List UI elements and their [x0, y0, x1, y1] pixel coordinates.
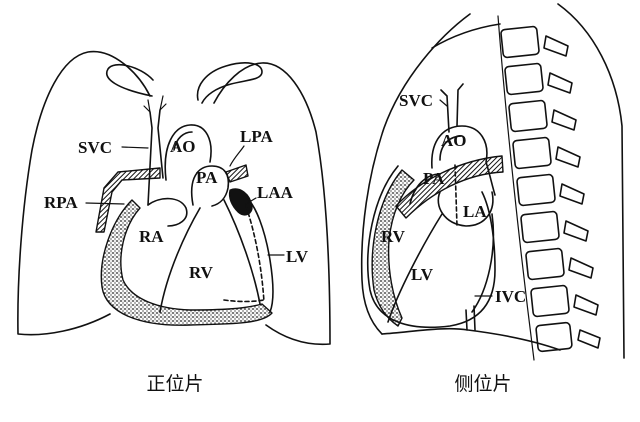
lateral-diaphragm	[381, 327, 561, 351]
lateral-label-la: LA	[463, 202, 487, 221]
frontal-trachea	[143, 95, 167, 113]
frontal-label-ao: AO	[170, 137, 196, 156]
vertebra	[516, 173, 556, 207]
frontal-view	[17, 50, 331, 346]
frontal-right-lung-outline	[17, 50, 151, 336]
frontal-heart-stippled-border	[100, 199, 273, 326]
spinous-process	[563, 220, 589, 242]
frontal-rpa-band	[95, 167, 161, 233]
frontal-svc-leader-line	[121, 146, 149, 149]
frontal-label-lv: LV	[286, 247, 309, 266]
frontal-label-svc: SVC	[78, 138, 112, 157]
lateral-shoulder-line	[431, 23, 501, 49]
spinous-process	[577, 329, 601, 349]
frontal-lpa-leader-line	[229, 145, 245, 167]
lateral-septum-line	[387, 213, 443, 323]
frontal-labels: SVC AO LPA PA RPA LAA RA RV LV	[44, 127, 309, 282]
vertebra	[530, 284, 570, 318]
frontal-aortic-arch	[164, 124, 212, 181]
lateral-label-ivc: IVC	[495, 287, 526, 306]
lateral-spine-anterior-edge	[497, 15, 535, 361]
lateral-pulmonary-artery-trunk	[409, 173, 441, 205]
frontal-label-pa: PA	[196, 168, 218, 187]
lateral-ivc	[465, 305, 476, 331]
frontal-left-clavicle	[196, 62, 263, 104]
lateral-label-svc: SVC	[399, 91, 433, 110]
frontal-apex-dashed-contour	[223, 299, 265, 303]
lateral-view	[360, 3, 625, 361]
spinous-process	[555, 146, 581, 168]
lateral-vertebral-column	[500, 25, 573, 353]
frontal-label-ra: RA	[139, 227, 164, 246]
frontal-left-lung-outline	[213, 62, 331, 346]
vertebra	[504, 62, 544, 96]
lateral-label-pa: PA	[423, 169, 445, 188]
frontal-svc-outline	[147, 109, 164, 206]
frontal-label-rv: RV	[189, 263, 214, 282]
lateral-label-lv: LV	[411, 265, 434, 284]
frontal-caption: 正位片	[146, 373, 203, 395]
lateral-lv-posterior-border	[471, 213, 495, 313]
frontal-label-lpa: LPA	[240, 127, 273, 146]
lateral-posterior-chest-wall	[557, 3, 625, 359]
lateral-heart-stippled-border	[371, 169, 415, 327]
frontal-ra-inner-contour	[147, 197, 188, 227]
spinous-process	[573, 294, 599, 316]
lateral-spinous-processes	[543, 35, 601, 349]
vertebra	[535, 321, 573, 353]
frontal-lv-inner-line	[223, 199, 261, 305]
lateral-pa-band	[395, 155, 504, 219]
vertebra	[520, 210, 560, 244]
lateral-caption: 侧位片	[454, 373, 511, 395]
vertebra	[512, 136, 552, 170]
vertebra	[508, 99, 548, 133]
lateral-dashed-contour	[454, 164, 458, 227]
frontal-right-clavicle	[106, 64, 154, 97]
lateral-heart-outline	[367, 165, 496, 329]
frontal-lv-dashed-contour	[245, 205, 265, 303]
lateral-label-ao: AO	[441, 131, 467, 150]
spinous-process	[559, 183, 585, 205]
vertebra	[525, 247, 565, 281]
lateral-left-atrium	[437, 191, 494, 227]
frontal-pulmonary-artery	[191, 165, 230, 207]
spinous-process	[543, 35, 569, 57]
lateral-label-rv: RV	[381, 227, 406, 246]
frontal-laa-leader-line	[245, 197, 257, 205]
spinous-process	[547, 72, 573, 94]
frontal-label-rpa: RPA	[44, 193, 78, 212]
lateral-svc-leader-line	[439, 99, 448, 107]
frontal-lpa-band	[225, 164, 249, 183]
frontal-septum-line	[159, 207, 201, 313]
lateral-trachea-svc	[440, 83, 464, 133]
frontal-rpa-leader-line	[85, 202, 125, 205]
spinous-process	[551, 109, 577, 131]
lateral-anterior-chest-wall	[360, 13, 471, 335]
frontal-label-laa: LAA	[257, 183, 294, 202]
frontal-heart-left-border	[244, 195, 274, 313]
vertebra	[500, 25, 540, 59]
spinous-process	[568, 257, 594, 279]
lateral-labels: SVC AO PA LA RV LV IVC	[381, 91, 526, 306]
lateral-aortic-arch	[431, 125, 496, 196]
